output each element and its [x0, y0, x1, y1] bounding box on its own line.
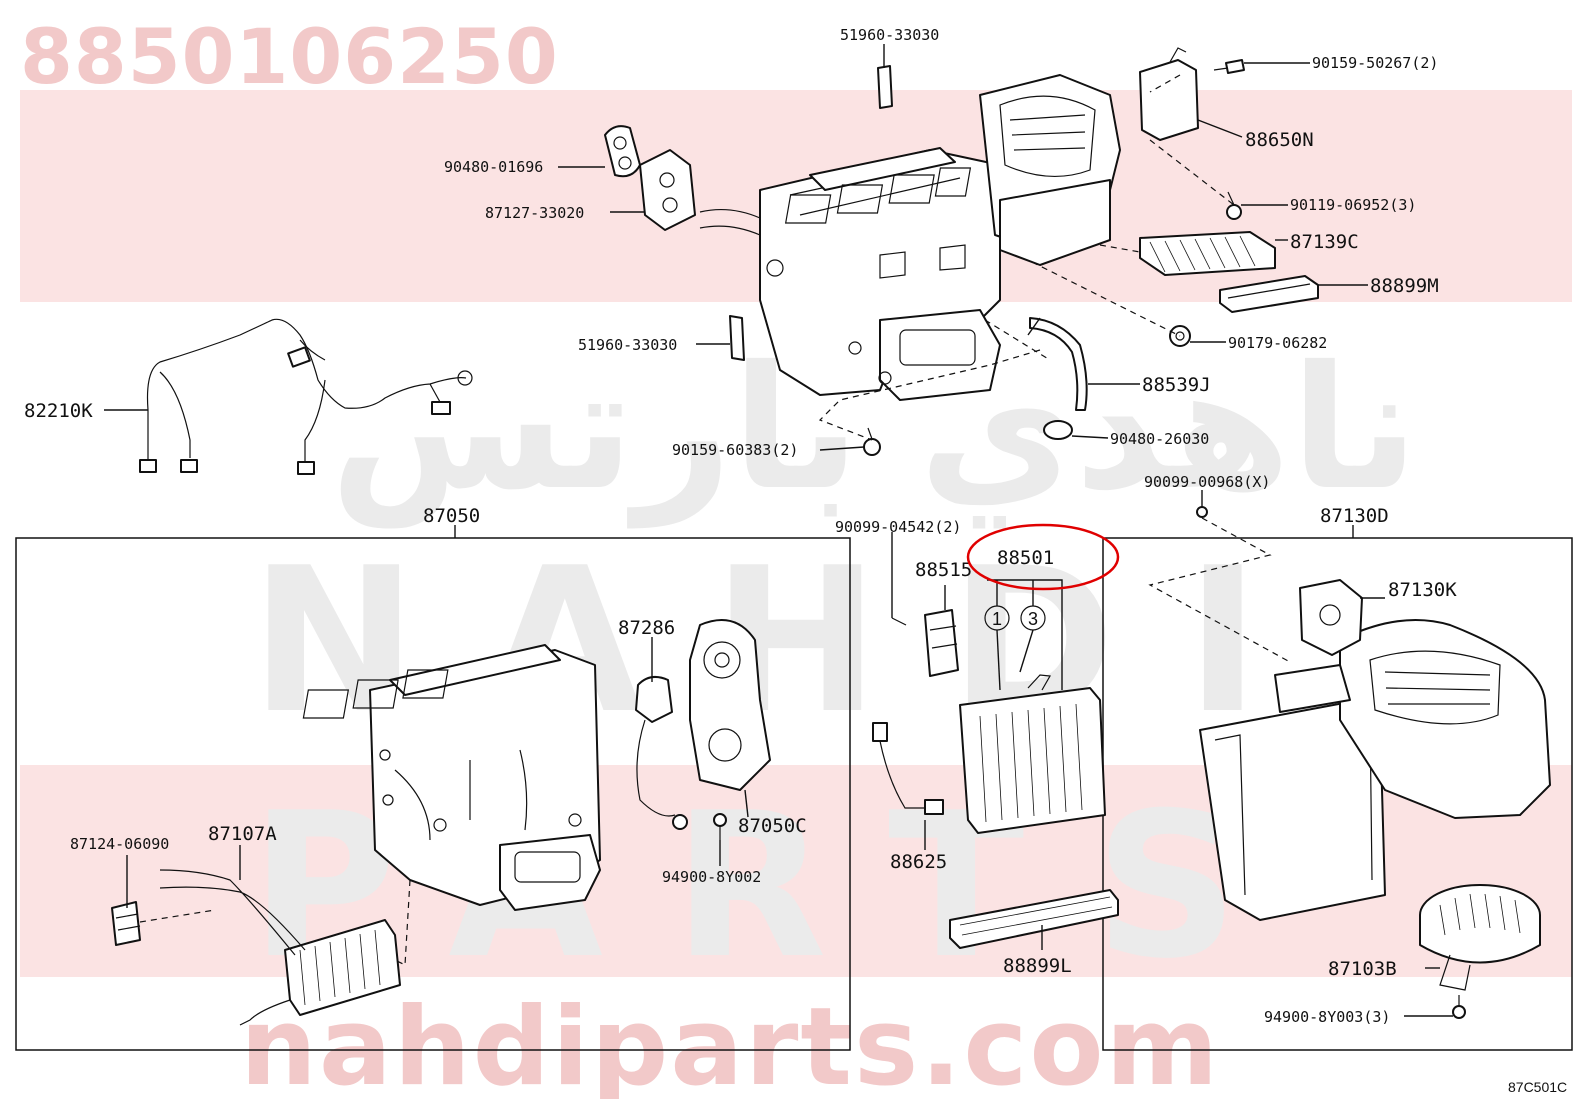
label-88515[interactable]: 88515 — [915, 559, 972, 581]
screw-90159-50267-drawing — [1213, 59, 1245, 74]
label-88899L[interactable]: 88899L — [1003, 955, 1072, 977]
label-82210K[interactable]: 82210K — [24, 400, 93, 422]
label-87286[interactable]: 87286 — [618, 617, 675, 639]
screw-94900-8Y003-drawing — [1452, 995, 1466, 1019]
grommet-90480-26030-drawing — [1043, 420, 1073, 440]
circle-callout-3: 3 — [1028, 609, 1038, 629]
heater-unit-87050-drawing — [302, 644, 601, 911]
evaporator-88501-drawing — [959, 674, 1106, 834]
label-90159-50267[interactable]: 90159-50267(2) — [1312, 54, 1438, 72]
expansion-valve-88515-drawing — [924, 609, 959, 677]
thermistor-88625-drawing — [872, 722, 944, 815]
screw-90119-06952-drawing — [1226, 191, 1242, 220]
part-labels: 51960-33030 90159-50267(2) 88650N 90480-… — [24, 26, 1567, 1095]
label-87124-06090[interactable]: 87124-06090 — [70, 835, 169, 853]
label-51960-33030-top[interactable]: 51960-33030 — [840, 26, 939, 44]
drain-hose-88539J-drawing — [1029, 317, 1088, 411]
circle-callout-1: 1 — [992, 609, 1002, 629]
blower-motor-87103B-drawing — [1419, 884, 1541, 991]
screw-94900-8Y002-drawing — [713, 813, 727, 840]
label-90179-06282[interactable]: 90179-06282 — [1228, 334, 1327, 352]
servo-87130K-drawing — [1299, 579, 1363, 656]
servo-motor-87050C-drawing — [689, 619, 771, 791]
grommet-90480-01696-drawing — [604, 125, 641, 178]
bolt-90099-04542-drawing — [891, 617, 907, 626]
gasket-87127-33020-drawing — [639, 149, 696, 231]
label-88501[interactable]: 88501 — [997, 547, 1054, 569]
label-90099-04542[interactable]: 90099-04542(2) — [835, 518, 961, 536]
target-part-highlight — [966, 523, 1120, 591]
leader-lines — [104, 44, 1453, 1017]
label-94900-8Y002[interactable]: 94900-8Y002 — [662, 868, 761, 886]
label-90480-26030[interactable]: 90480-26030 — [1110, 430, 1209, 448]
label-90099-00968[interactable]: 90099-00968(X) — [1144, 473, 1270, 491]
sheet-code: 87C501C — [1508, 1079, 1567, 1095]
label-88625[interactable]: 88625 — [890, 851, 947, 873]
hvac-unit-assembly-drawing — [699, 74, 1121, 401]
label-87130K[interactable]: 87130K — [1388, 579, 1457, 601]
label-87127-33020[interactable]: 87127-33020 — [485, 204, 584, 222]
label-88650N[interactable]: 88650N — [1245, 129, 1314, 151]
label-87130D[interactable]: 87130D — [1320, 505, 1389, 527]
filter-87139C-drawing — [1139, 231, 1276, 276]
dashed-assembly-lines — [139, 74, 1291, 966]
label-88539J[interactable]: 88539J — [1142, 374, 1211, 396]
watermark-part-number: 8850106250 — [20, 12, 559, 101]
cover-88899L-drawing — [949, 889, 1119, 949]
watermark-url: nahdiparts.com — [240, 985, 1221, 1099]
wire-harness-82210K-drawing — [139, 318, 473, 475]
label-87050[interactable]: 87050 — [423, 505, 480, 527]
heater-core-87107A-drawing — [159, 869, 401, 1026]
label-90480-01696[interactable]: 90480-01696 — [444, 158, 543, 176]
label-88899M[interactable]: 88899M — [1370, 275, 1439, 297]
label-90159-60383[interactable]: 90159-60383(2) — [672, 441, 798, 459]
clip-51960-33030-mid-drawing — [729, 315, 745, 361]
clip-51960-33030-top-drawing — [877, 65, 893, 109]
label-90119-06952[interactable]: 90119-06952(3) — [1290, 196, 1416, 214]
sensor-87286-drawing — [635, 675, 688, 830]
label-87103B[interactable]: 87103B — [1328, 958, 1397, 980]
screw-90099-00968-drawing — [1196, 506, 1208, 518]
group-box-87050 — [15, 537, 851, 1051]
computer-88650N-drawing — [1139, 47, 1199, 141]
clamp-87124-06090-drawing — [111, 901, 141, 946]
cover-88899M-drawing — [1219, 275, 1319, 313]
label-87139C[interactable]: 87139C — [1290, 231, 1359, 253]
label-94900-8Y003[interactable]: 94900-8Y003(3) — [1264, 1008, 1390, 1026]
blower-unit-87130D-drawing — [1199, 619, 1551, 921]
label-51960-33030-mid[interactable]: 51960-33030 — [578, 336, 677, 354]
label-87107A[interactable]: 87107A — [208, 823, 277, 845]
screw-90159-60383-drawing — [863, 427, 881, 456]
label-87050C[interactable]: 87050C — [738, 815, 807, 837]
